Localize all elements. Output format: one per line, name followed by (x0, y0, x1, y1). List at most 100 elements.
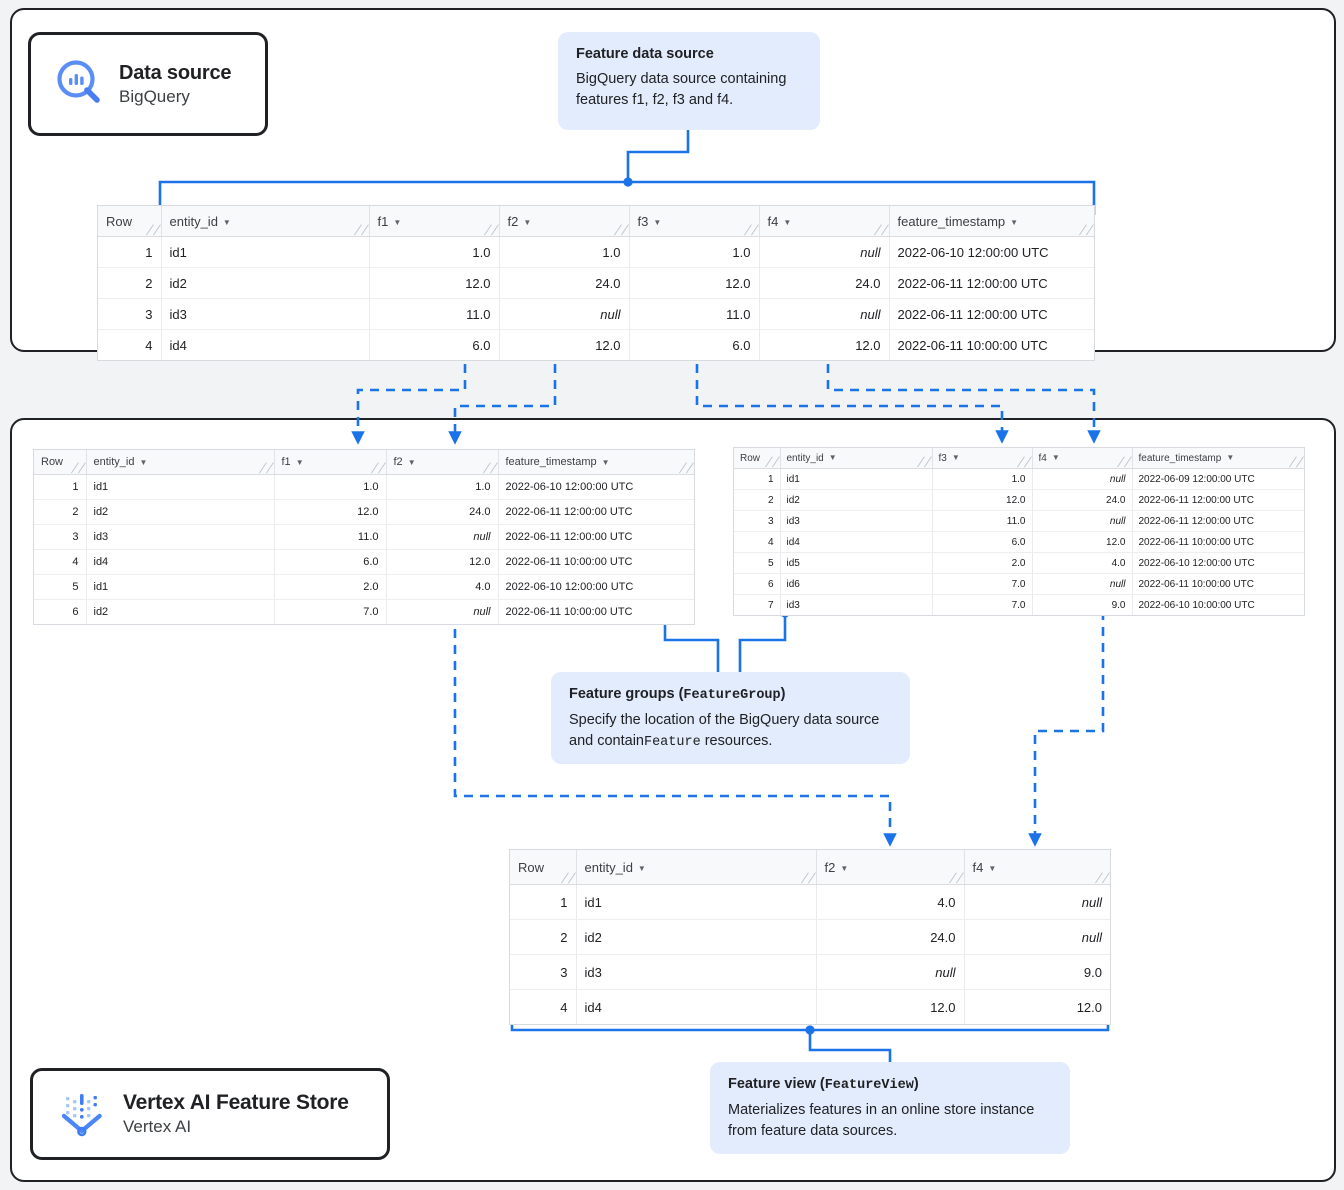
cell-timestamp: 2022-06-10 12:00:00 UTC (889, 236, 1094, 268)
column-resize-handle[interactable]: ╱╱ (1017, 457, 1032, 467)
column-resize-handle[interactable]: ╱╱ (917, 457, 932, 467)
column-header-entity_id[interactable]: entity_id▼╱╱ (780, 448, 933, 469)
data-source-chip: Data source BigQuery (28, 32, 268, 136)
column-header-feature_timestamp[interactable]: feature_timestamp ▼ ╱╱ (498, 450, 694, 475)
cell-timestamp: 2022-06-10 12:00:00 UTC (498, 474, 694, 500)
column-resize-handle[interactable]: ╱╱ (483, 463, 498, 473)
column-resize-handle[interactable]: ╱╱ (744, 225, 759, 235)
column-resize-handle[interactable]: ╱╱ (561, 873, 576, 883)
cell-timestamp: 2022-06-11 12:00:00 UTC (1132, 489, 1304, 511)
column-header-entity_id[interactable]: entity_id▼╱╱ (161, 206, 370, 237)
cell-timestamp: 2022-06-10 12:00:00 UTC (498, 574, 694, 600)
chevron-down-icon[interactable]: ▼ (222, 217, 231, 227)
column-resize-handle[interactable]: ╱╱ (765, 457, 780, 467)
column-resize-handle[interactable]: ╱╱ (801, 873, 816, 883)
cell-entity-id: id2 (780, 489, 933, 511)
column-resize-handle[interactable]: ╱╱ (371, 463, 386, 473)
column-header-f4[interactable]: f4 ▼ ╱╱ (964, 850, 1110, 885)
chevron-down-icon[interactable]: ▼ (1226, 453, 1235, 463)
column-header-f4[interactable]: f4▼╱╱ (759, 206, 890, 237)
column-resize-handle[interactable]: ╱╱ (1289, 457, 1304, 467)
cell-entity-id: id1 (86, 474, 275, 500)
column-resize-handle[interactable]: ╱╱ (146, 225, 161, 235)
cell-null: null (759, 298, 890, 330)
row-number: 4 (734, 531, 781, 553)
column-header-label: feature_timestamp (505, 456, 597, 468)
column-header-f1[interactable]: f1 ▼ ╱╱ (274, 450, 387, 475)
chevron-down-icon[interactable]: ▼ (523, 217, 532, 227)
column-header-label: feature_timestamp (1138, 452, 1222, 464)
column-header-feature_timestamp[interactable]: feature_timestamp ▼ ╱╱ (1132, 448, 1304, 469)
column-resize-handle[interactable]: ╱╱ (874, 225, 889, 235)
column-resize-handle[interactable]: ╱╱ (1095, 873, 1110, 883)
cell-value: 7.0 (932, 594, 1033, 615)
column-header-row[interactable]: Row╱╱ (734, 448, 781, 469)
cell-value: 2.0 (274, 574, 387, 600)
chevron-down-icon[interactable]: ▼ (393, 217, 402, 227)
cell-timestamp: 2022-06-11 10:00:00 UTC (498, 549, 694, 575)
column-header-feature_timestamp[interactable]: feature_timestamp ▼ ╱╱ (889, 206, 1094, 237)
chevron-down-icon[interactable]: ▼ (1010, 217, 1019, 227)
row-number: 1 (734, 468, 781, 490)
chevron-down-icon[interactable]: ▼ (840, 863, 849, 873)
column-header-f2[interactable]: f2▼╱╱ (499, 206, 630, 237)
column-header-f4[interactable]: f4▼╱╱ (1032, 448, 1133, 469)
column-header-label: feature_timestamp (897, 213, 1006, 229)
cell-value: 12.0 (369, 267, 500, 299)
cell-null: null (1032, 510, 1133, 532)
cell-entity-id: id2 (86, 499, 275, 525)
chevron-down-icon[interactable]: ▼ (828, 453, 837, 463)
chevron-down-icon[interactable]: ▼ (1051, 453, 1060, 463)
column-header-f3[interactable]: f3▼╱╱ (932, 448, 1033, 469)
column-resize-handle[interactable]: ╱╱ (1117, 457, 1132, 467)
chevron-down-icon[interactable]: ▼ (653, 217, 662, 227)
column-resize-handle[interactable]: ╱╱ (484, 225, 499, 235)
chevron-down-icon[interactable]: ▼ (601, 457, 610, 467)
column-header-f2[interactable]: f2▼╱╱ (386, 450, 499, 475)
chevron-down-icon[interactable]: ▼ (951, 453, 960, 463)
data-source-chip-title: Data source (119, 61, 232, 84)
column-header-f3[interactable]: f3▼╱╱ (629, 206, 760, 237)
cell-null: null (386, 599, 499, 624)
cell-entity-id: id3 (86, 524, 275, 550)
cell-value: 12.0 (759, 329, 890, 360)
column-resize-handle[interactable]: ╱╱ (614, 225, 629, 235)
fv-title-mono: FeatureView (824, 1078, 914, 1093)
cell-entity-id: id3 (161, 298, 370, 330)
cell-value: 1.0 (499, 236, 630, 268)
cell-value: 6.0 (369, 329, 500, 360)
chevron-down-icon[interactable]: ▼ (407, 457, 416, 467)
fv-title-plain: Feature view ( (728, 1076, 825, 1092)
cell-value: 1.0 (369, 236, 500, 268)
column-resize-handle[interactable]: ╱╱ (949, 873, 964, 883)
chevron-down-icon[interactable]: ▼ (783, 217, 792, 227)
column-resize-handle[interactable]: ╱╱ (679, 463, 694, 473)
chevron-down-icon[interactable]: ▼ (637, 863, 646, 873)
column-resize-handle[interactable]: ╱╱ (354, 225, 369, 235)
chevron-down-icon[interactable]: ▼ (295, 457, 304, 467)
column-header-entity_id[interactable]: entity_id▼╱╱ (576, 850, 817, 885)
cell-null: null (759, 236, 890, 268)
chevron-down-icon[interactable]: ▼ (139, 457, 148, 467)
column-header-label: f4 (972, 859, 984, 875)
cell-value: 9.0 (964, 954, 1110, 990)
row-number: 1 (34, 474, 87, 500)
row-number: 1 (98, 236, 162, 268)
column-header-f2[interactable]: f2▼╱╱ (816, 850, 965, 885)
column-header-f1[interactable]: f1▼╱╱ (369, 206, 500, 237)
column-header-label: f1 (281, 456, 291, 468)
cell-null: null (386, 524, 499, 550)
chevron-down-icon[interactable]: ▼ (988, 863, 997, 873)
column-resize-handle[interactable]: ╱╱ (259, 463, 274, 473)
column-resize-handle[interactable]: ╱╱ (1079, 225, 1094, 235)
column-header-entity_id[interactable]: entity_id▼╱╱ (86, 450, 275, 475)
column-header-row[interactable]: Row╱╱ (510, 850, 577, 885)
column-resize-handle[interactable]: ╱╱ (71, 463, 86, 473)
cell-entity-id: id3 (780, 594, 933, 615)
column-header-row[interactable]: Row╱╱ (98, 206, 162, 237)
column-header-row[interactable]: Row╱╱ (34, 450, 87, 475)
row-number: 2 (734, 489, 781, 511)
